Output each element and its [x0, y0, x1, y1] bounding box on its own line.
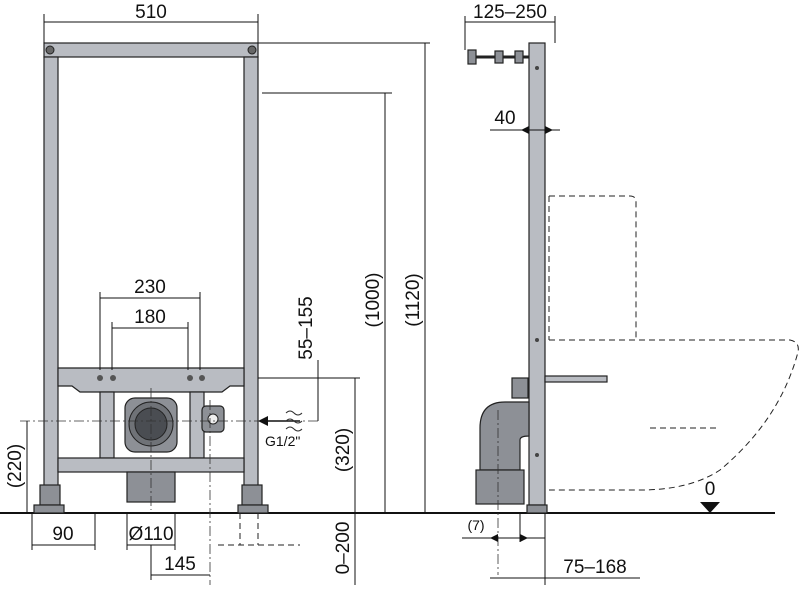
floor-level-label: 0 [705, 479, 716, 500]
feet-adjust-dimension: 0–200 [333, 522, 354, 575]
frame-right-foot [241, 484, 263, 506]
anchor-depth-dimension: 125–250 [473, 2, 547, 23]
left-support [99, 391, 115, 459]
drain-depth-dimension: 75–168 [563, 557, 626, 578]
frame-depth-dimension: 40 [494, 108, 515, 129]
side-view: 0 125–250 40 (7) 75–168 [462, 2, 799, 585]
inlet-height-dimension: 55–155 [296, 296, 317, 359]
upper-height-dimension: (1000) [363, 273, 384, 328]
feet-height-dimension: (220) [5, 444, 26, 488]
side-bracket-arm [544, 375, 608, 383]
floor-level-marker-icon [700, 502, 720, 513]
side-drain-pipe [475, 469, 525, 505]
drain-offset-dimension: 145 [164, 554, 196, 575]
frame-left-upright [43, 56, 59, 506]
drain-diameter-dimension: Ø110 [128, 524, 173, 545]
bracket-outer-dimension: 230 [134, 277, 166, 298]
side-foot-plate [526, 504, 548, 514]
bowl-bracket-bar [57, 367, 245, 393]
water-inlet-thread [207, 413, 219, 425]
frame-right-upright [243, 56, 259, 506]
right-foot-plate [237, 504, 269, 514]
wall-anchor-plate [467, 49, 477, 65]
side-drain-elbow [479, 401, 530, 471]
bracket-hole [97, 375, 103, 381]
bracket-hole [110, 375, 116, 381]
bracket-hole [187, 375, 193, 381]
drain-height-dimension: (320) [333, 428, 354, 472]
frame-left-foot [39, 484, 61, 506]
cistern-outline [548, 195, 637, 340]
foot-offset-dimension: 90 [52, 524, 73, 545]
bracket-hole [199, 375, 205, 381]
anchor-nut [514, 50, 524, 64]
frame-top-bar [43, 42, 259, 58]
width-dimension: 510 [135, 2, 167, 23]
total-height-dimension: (1120) [403, 273, 424, 327]
top-left-hole [45, 45, 55, 55]
bowl-outline [549, 339, 799, 491]
side-frame-upright [528, 42, 546, 506]
water-connection-label: G1/2" [265, 433, 300, 449]
pipe-offset-dimension: (7) [467, 517, 484, 533]
bracket-inner-dimension: 180 [134, 307, 166, 328]
anchor-nut [494, 50, 504, 64]
top-right-hole [247, 45, 257, 55]
water-flow-icon [285, 410, 303, 432]
left-foot-plate [33, 504, 65, 514]
side-water-inlet [511, 377, 529, 399]
front-view: 510 230 180 (1120) (1000) 55–155 G1/2" (… [0, 2, 775, 585]
